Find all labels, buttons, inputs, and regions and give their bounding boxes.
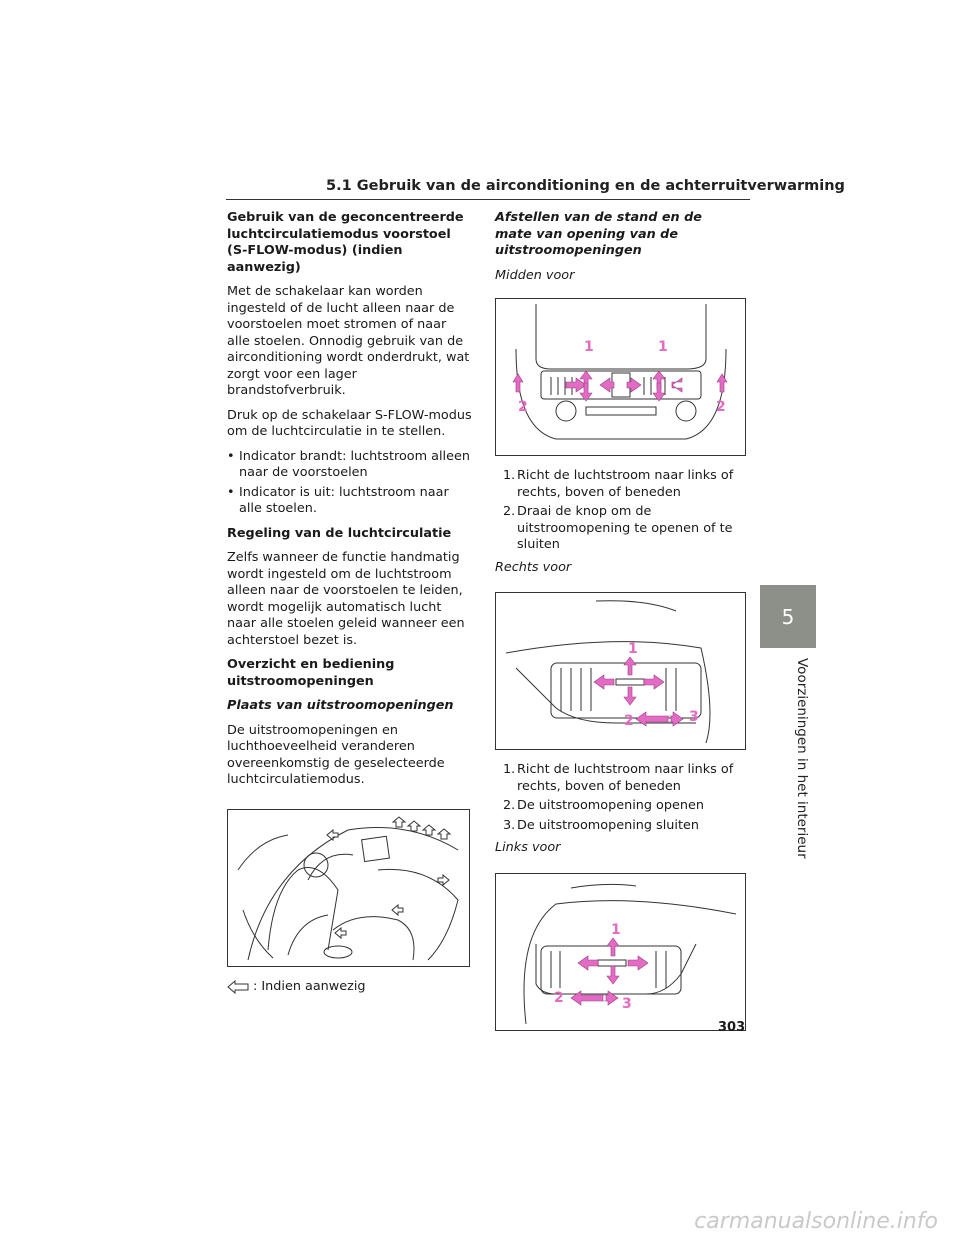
watermark: carmanualsonline.info	[694, 1209, 938, 1234]
label-center-front: Midden voor	[495, 267, 575, 283]
cabin-illustration	[227, 808, 470, 967]
fig-label-2b: 2	[716, 399, 726, 415]
list-item: 1.Richt de luchtstroom naar links of rec…	[495, 468, 740, 501]
chapter-title: Voorzieningen in het interieur	[794, 658, 810, 859]
fig-label-2a: 2	[518, 399, 528, 415]
center-front-steps: 1.Richt de luchtstroom naar links of rec…	[495, 468, 740, 554]
fig-label-1a: 1	[584, 339, 594, 355]
right-column: Afstellen van de stand en de mate van op…	[495, 210, 746, 1043]
step-number: 2.	[503, 798, 516, 813]
step-number: 1.	[503, 762, 516, 777]
indicator-list: Indicator brandt: luchtstroom alleen naa…	[227, 449, 472, 518]
list-item: 2.Draai de knop om de uitstroomopening t…	[495, 504, 740, 554]
list-item: 3.De uitstroomopening sluiten	[495, 818, 740, 835]
heading-air-regulation: Regeling van de luchtcirculatie	[227, 525, 452, 541]
step-number: 1.	[503, 468, 516, 483]
fig-label-1: 1	[611, 922, 621, 938]
fig-label-1: 1	[628, 641, 638, 657]
chapter-number: 5	[781, 604, 795, 629]
label-left-front: Links voor	[495, 840, 561, 855]
fig-label-1b: 1	[658, 339, 668, 355]
subheading-outlet-locations: Plaats van uitstroomopeningen	[227, 698, 454, 713]
step-text: De uitstroomopening sluiten	[517, 817, 699, 833]
fig-label-2: 2	[624, 713, 634, 729]
heading-adjust-outlets: Afstellen van de stand en de mate van op…	[495, 210, 702, 258]
right-front-vent-illustration: 1 2 3	[495, 592, 746, 750]
paragraph-outlet-locations: De uitstroomopeningen en luchthoeveelhei…	[227, 722, 445, 788]
heading-s-flow: Gebruik van de geconcentreerde luchtcirc…	[227, 210, 464, 275]
list-item: 1.Richt de luchtstroom naar links of rec…	[495, 762, 740, 795]
chapter-tab: 5	[760, 585, 816, 648]
left-front-vent-illustration: 1 2 3	[495, 872, 746, 1031]
paragraph-air-regulation: Zelfs wanneer de functie handmatig wordt…	[227, 550, 465, 648]
list-item: Indicator brandt: luchtstroom alleen naa…	[227, 449, 472, 482]
header-rule	[226, 199, 750, 200]
paragraph-s-flow-intro: Met de schakelaar kan worden ingesteld o…	[227, 284, 470, 398]
step-text: Draai de knop om de uitstroomopening te …	[517, 504, 733, 552]
right-front-steps: 1.Richt de luchtstroom naar links of rec…	[495, 762, 740, 834]
step-number: 2.	[503, 504, 516, 519]
step-text: Richt de luchtstroom naar links of recht…	[517, 468, 734, 500]
fig-label-2: 2	[554, 990, 564, 1006]
paragraph-s-flow-press: Druk op de schakelaar S-FLOW-modus om de…	[227, 407, 472, 440]
heading-outlets-overview: Overzicht en bediening uitstroomopeninge…	[227, 657, 395, 689]
legend: : Indien aanwezig	[227, 979, 472, 996]
left-column: Gebruik van de geconcentreerde luchtcirc…	[227, 210, 472, 995]
label-right-front: Rechts voor	[495, 559, 572, 575]
legend-text: : Indien aanwezig	[253, 978, 366, 994]
step-text: De uitstroomopening openen	[517, 798, 704, 813]
page-number: 303	[718, 1020, 746, 1035]
fig-label-3: 3	[689, 709, 699, 725]
step-text: Richt de luchtstroom naar links of recht…	[517, 762, 734, 794]
optional-arrow-icon	[227, 979, 249, 994]
page-header-title: 5.1 Gebruik van de airconditioning en de…	[326, 178, 845, 194]
list-item: 2.De uitstroomopening openen	[495, 798, 740, 815]
center-front-vents-illustration: 1 1 2 2	[495, 298, 746, 456]
fig-label-3: 3	[622, 996, 632, 1012]
list-item: Indicator is uit: luchtstroom naar alle …	[227, 485, 472, 518]
step-number: 3.	[503, 817, 516, 833]
